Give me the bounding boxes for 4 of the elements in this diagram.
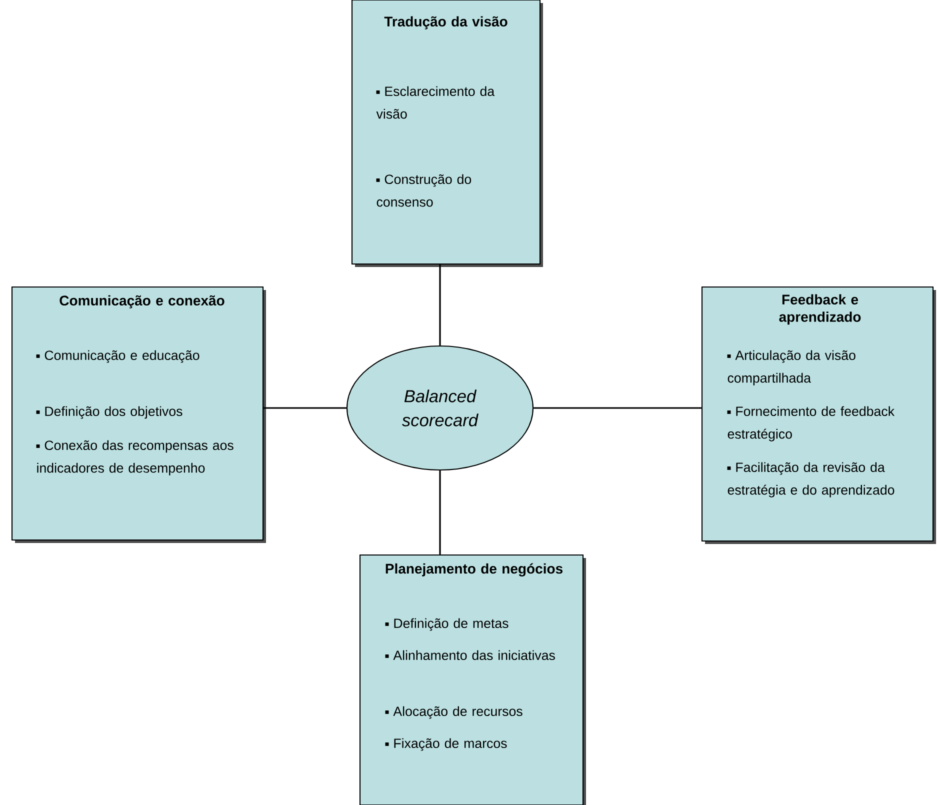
connector-line [534,407,702,409]
connector-line [439,264,441,346]
connector-line [264,407,346,409]
connector-line [439,470,441,554]
